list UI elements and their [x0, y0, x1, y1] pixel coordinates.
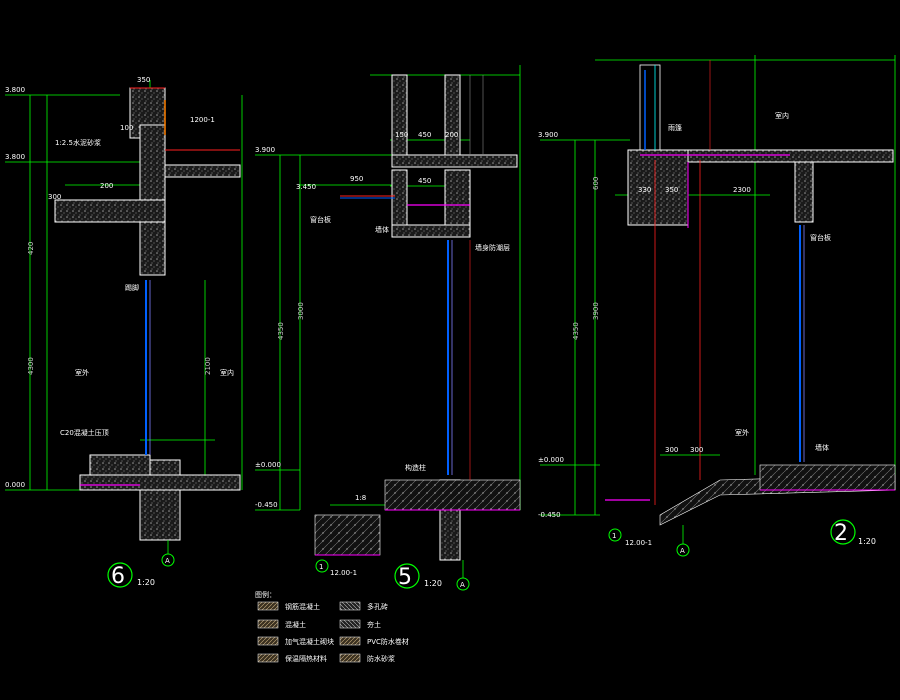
- section-2-label-exterior: 室外: [735, 428, 749, 437]
- legend-swatch-5: [257, 636, 279, 646]
- section-2-dim-h2: 3900: [592, 302, 600, 320]
- section-5-level-2: 3.450: [296, 183, 316, 191]
- section-2-detail-ref: 12.00-1: [625, 539, 652, 547]
- legend-swatch-3: [257, 619, 279, 629]
- section-2-dim-h1: 4350: [572, 322, 580, 340]
- section-6-level-2: 3.800: [5, 153, 25, 161]
- section-5-label-column: 构造柱: [405, 463, 426, 472]
- legend-item-7: 保温隔热材料: [285, 654, 327, 663]
- section-5-dim-4: 200: [445, 131, 458, 139]
- section-5-label-damp: 墙身防潮层: [475, 243, 510, 252]
- section-5-label-sill: 窗台板: [310, 215, 331, 224]
- section-5-dim-3: 450: [418, 131, 431, 139]
- section-6-dim-top: 350: [137, 76, 150, 84]
- section-6: 3.800 3.800 0.000 350 100 200 300 4300 4…: [5, 76, 243, 589]
- section-5-slope: 1:8: [355, 494, 366, 502]
- section-6-label-mortar: 1:2.5水泥砂浆: [55, 138, 101, 147]
- legend: 图例： 钢筋混凝土 混凝土 加气混凝土砌块 保温隔热材料 多孔砖 夯土 PVC防…: [255, 590, 409, 663]
- legend-item-6: PVC防水卷材: [367, 637, 409, 646]
- section-2-scale: 1:20: [858, 537, 876, 546]
- section-2-labels: 3.900 ±0.000 -0.450 330 350 2300 4350 39…: [538, 111, 831, 519]
- section-5-labels: 3.900 3.450 ±0.000 -0.450 950 150 450 20…: [255, 131, 510, 509]
- section-5-dim-1: 950: [350, 175, 363, 183]
- section-5-label-wall: 墙体: [375, 225, 389, 234]
- legend-swatch-8: [339, 653, 361, 663]
- section-6-marker: 6 1:20 A: [107, 540, 175, 589]
- section-5-dim-5: 450: [418, 177, 431, 185]
- section-5-dim-h2: 3000: [297, 302, 305, 320]
- section-6-scale: 1:20: [137, 578, 155, 587]
- section-6-level-3: 0.000: [5, 481, 25, 489]
- section-5-level-1: 3.900: [255, 146, 275, 154]
- section-2-label-wall: 墙体: [815, 443, 829, 452]
- section-6-wall: [54, 87, 241, 541]
- section-2-level-2: ±0.000: [538, 456, 564, 464]
- section-6-label-coping: C20混凝土压顶: [60, 428, 109, 437]
- section-6-label-baseboard: 踢脚: [125, 283, 139, 292]
- section-5: 3.900 3.450 ±0.000 -0.450 950 150 450 20…: [255, 65, 521, 591]
- section-6-dimension-lines: [5, 80, 243, 491]
- legend-swatch-6: [339, 636, 361, 646]
- section-5-accents: [315, 75, 520, 556]
- legend-item-8: 防水砂浆: [367, 654, 395, 663]
- section-5-level-4: -0.450: [255, 501, 278, 509]
- legend-item-2: 多孔砖: [367, 602, 388, 611]
- section-2-label-sill: 窗台板: [810, 233, 831, 242]
- section-5-detail-num: 1: [319, 563, 323, 571]
- section-2-number: 2: [834, 521, 848, 546]
- section-2-detail-num: 1: [612, 532, 616, 540]
- section-6-level-1: 3.800: [5, 86, 25, 94]
- section-2-dimension-lines: [540, 55, 896, 516]
- section-2-level-3: -0.450: [538, 511, 561, 519]
- section-6-dim-3: 200: [100, 182, 113, 190]
- section-2-dim-3: 2300: [733, 186, 751, 194]
- legend-item-4: 夯土: [367, 620, 381, 629]
- section-2-wall: [627, 64, 896, 526]
- section-2-marker: 2 1:20 1 12.00-1 A: [608, 519, 876, 557]
- section-2-dim-1: 330: [638, 186, 651, 194]
- section-6-label-exterior: 室外: [75, 368, 89, 377]
- legend-swatch-4: [339, 619, 361, 629]
- section-2-axis: A: [680, 547, 685, 555]
- section-5-axis: A: [460, 581, 465, 589]
- section-5-dim-h1: 4350: [277, 322, 285, 340]
- section-2-dim-4: 300: [665, 446, 678, 454]
- legend-swatch-1: [257, 601, 279, 611]
- section-6-number: 6: [111, 564, 125, 589]
- section-6-dim-h3: 2100: [204, 357, 212, 375]
- section-5-detail-ref: 12.00-1: [330, 569, 357, 577]
- section-2-label-interior: 室内: [775, 111, 789, 120]
- section-6-accents: [80, 87, 240, 486]
- legend-item-1: 钢筋混凝土: [285, 602, 320, 611]
- legend-title: 图例：: [255, 590, 276, 599]
- section-5-number: 5: [398, 565, 412, 590]
- section-6-label-interior: 室内: [220, 368, 234, 377]
- section-6-dim-height: 4300: [27, 357, 35, 375]
- section-5-scale: 1:20: [424, 579, 442, 588]
- section-2-dim-2: 350: [665, 186, 678, 194]
- section-6-dim-4: 300: [48, 193, 61, 201]
- section-6-dim-2: 100: [120, 124, 133, 132]
- legend-swatch-2: [339, 601, 361, 611]
- legend-item-5: 加气混凝土砌块: [285, 637, 334, 646]
- section-5-dimension-lines: [255, 65, 521, 511]
- section-5-wall: [314, 74, 521, 561]
- section-6-labels: 3.800 3.800 0.000 350 100 200 300 4300 4…: [5, 76, 234, 489]
- section-2-accents: [605, 60, 895, 505]
- section-2: 3.900 ±0.000 -0.450 330 350 2300 4350 39…: [538, 55, 896, 557]
- legend-item-3: 混凝土: [285, 620, 306, 629]
- section-5-level-3: ±0.000: [255, 461, 281, 469]
- section-2-label-canopy: 雨篷: [668, 123, 682, 132]
- section-5-marker: 5 1:20 1 12.00-1 A: [315, 559, 470, 591]
- section-2-dim-h3: 600: [592, 177, 600, 190]
- section-6-dim-h2: 420: [27, 242, 35, 255]
- section-6-axis: A: [165, 557, 170, 565]
- legend-swatch-7: [257, 653, 279, 663]
- section-6-label-ref: 1200-1: [190, 116, 215, 124]
- section-5-dim-2: 150: [395, 131, 408, 139]
- section-2-dim-5: 300: [690, 446, 703, 454]
- section-2-level-1: 3.900: [538, 131, 558, 139]
